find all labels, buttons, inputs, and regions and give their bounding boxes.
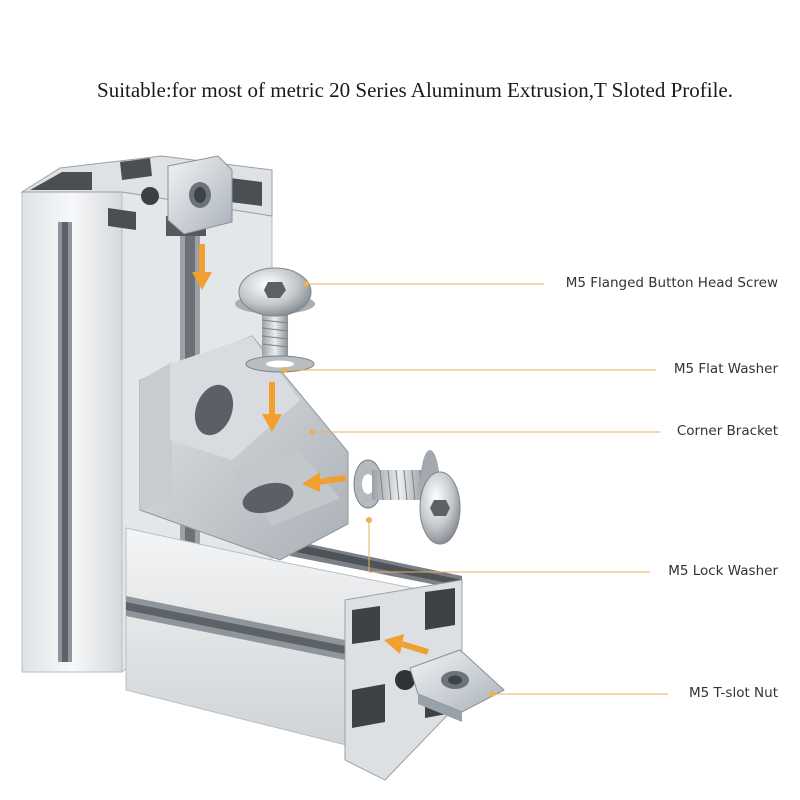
flat-washer-part bbox=[245, 355, 315, 373]
assembly-arrows bbox=[192, 244, 429, 655]
callout-lock-washer-label: M5 Lock Washer bbox=[668, 563, 778, 579]
arrow-left-1 bbox=[302, 472, 347, 492]
leader-flat-washer bbox=[281, 367, 656, 373]
arrow-down-2 bbox=[262, 382, 282, 432]
leader-lines bbox=[281, 281, 668, 697]
callout-screw-label: M5 Flanged Button Head Screw bbox=[565, 275, 778, 291]
screw-horizontal bbox=[353, 450, 461, 545]
arrow-down-1 bbox=[192, 244, 212, 290]
tslot-nut-top bbox=[167, 155, 233, 235]
leader-tslot-nut bbox=[489, 691, 668, 697]
corner-bracket bbox=[139, 335, 349, 561]
arrow-left-2 bbox=[384, 634, 429, 655]
leader-bracket bbox=[309, 429, 660, 435]
leader-lock-washer bbox=[366, 517, 650, 573]
page-title: Suitable:for most of metric 20 Series Al… bbox=[97, 78, 733, 102]
callout-bracket-label: Corner Bracket bbox=[676, 423, 778, 439]
leader-screw bbox=[303, 281, 544, 287]
screw-vertical bbox=[235, 267, 315, 358]
callout-tslot-nut-label: M5 T-slot Nut bbox=[689, 685, 778, 701]
vertical-extrusion bbox=[20, 155, 273, 673]
callout-flat-washer-label: M5 Flat Washer bbox=[673, 361, 778, 377]
tslot-nut-bottom bbox=[409, 649, 505, 722]
horizontal-extrusion bbox=[125, 527, 463, 781]
